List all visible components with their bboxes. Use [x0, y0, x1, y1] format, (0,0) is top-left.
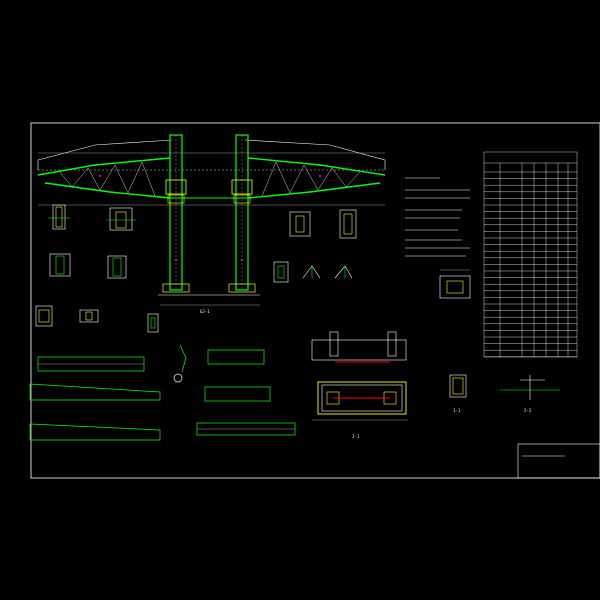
node-details-left: [35, 204, 159, 333]
general-notes: [405, 177, 470, 257]
node-details-right: [273, 209, 357, 283]
drawing-border: [30, 122, 600, 479]
member-details: [29, 344, 296, 441]
frame-title: GJ-1: [200, 309, 210, 314]
foundation-plan: [311, 331, 408, 421]
steel-frame-elevation: [37, 134, 386, 306]
foundation-title: J-1: [352, 434, 360, 439]
material-table: [483, 151, 578, 358]
section-details: [449, 374, 560, 400]
section-1-label: 1-1: [453, 408, 461, 413]
title-block: [517, 443, 600, 479]
section-2-label: 2-2: [524, 408, 532, 413]
anchor-detail: [439, 269, 471, 299]
